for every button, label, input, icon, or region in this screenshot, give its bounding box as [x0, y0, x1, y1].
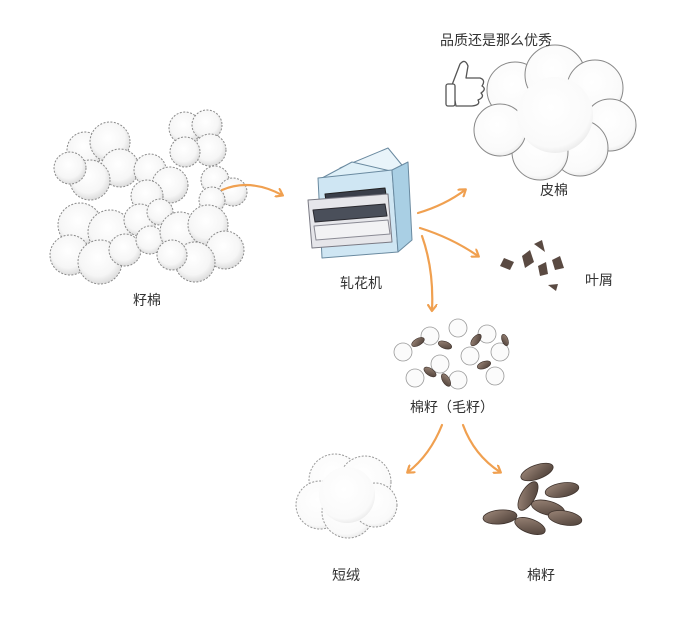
arrow-fuzzy-seed-to-cotton-seed	[461, 423, 500, 472]
cotton-boll	[123, 198, 174, 255]
lint-cotton-illustration	[473, 44, 637, 181]
cotton-boll	[49, 202, 142, 285]
arrow-gin-to-fuzzy-seed	[420, 234, 432, 310]
lint-label: 皮棉	[540, 183, 568, 199]
cotton-seeds-illustration	[482, 462, 583, 535]
cotton-boll	[156, 204, 245, 283]
trash-fragments-illustration	[500, 240, 564, 291]
thumbs-up-icon	[445, 60, 485, 107]
fuzzy-seeds-illustration	[393, 318, 510, 390]
seed-cotton-illustration	[49, 109, 248, 285]
cotton-boll	[168, 109, 227, 168]
seed-cotton-label: 籽棉	[133, 293, 161, 309]
arrow-gin-to-trash	[418, 226, 478, 256]
flow-arrows	[220, 183, 500, 472]
fuzzy-seed-label: 棉籽（毛籽）	[410, 400, 494, 416]
trash-label: 叶屑	[585, 273, 613, 289]
arrow-gin-to-lint	[416, 190, 465, 215]
gin-label: 轧花机	[340, 276, 382, 292]
arrow-fuzzy-seed-to-linters	[408, 423, 444, 472]
cotton-boll	[53, 121, 140, 201]
linters-label: 短绒	[332, 568, 360, 584]
lint-note-label: 品质还是那么优秀	[440, 33, 552, 49]
linters-illustration	[295, 453, 398, 539]
cotton-gin-illustration	[307, 147, 413, 259]
arrow-seed-cotton-to-gin	[220, 183, 282, 195]
cotton-seed-label: 棉籽	[527, 568, 555, 584]
